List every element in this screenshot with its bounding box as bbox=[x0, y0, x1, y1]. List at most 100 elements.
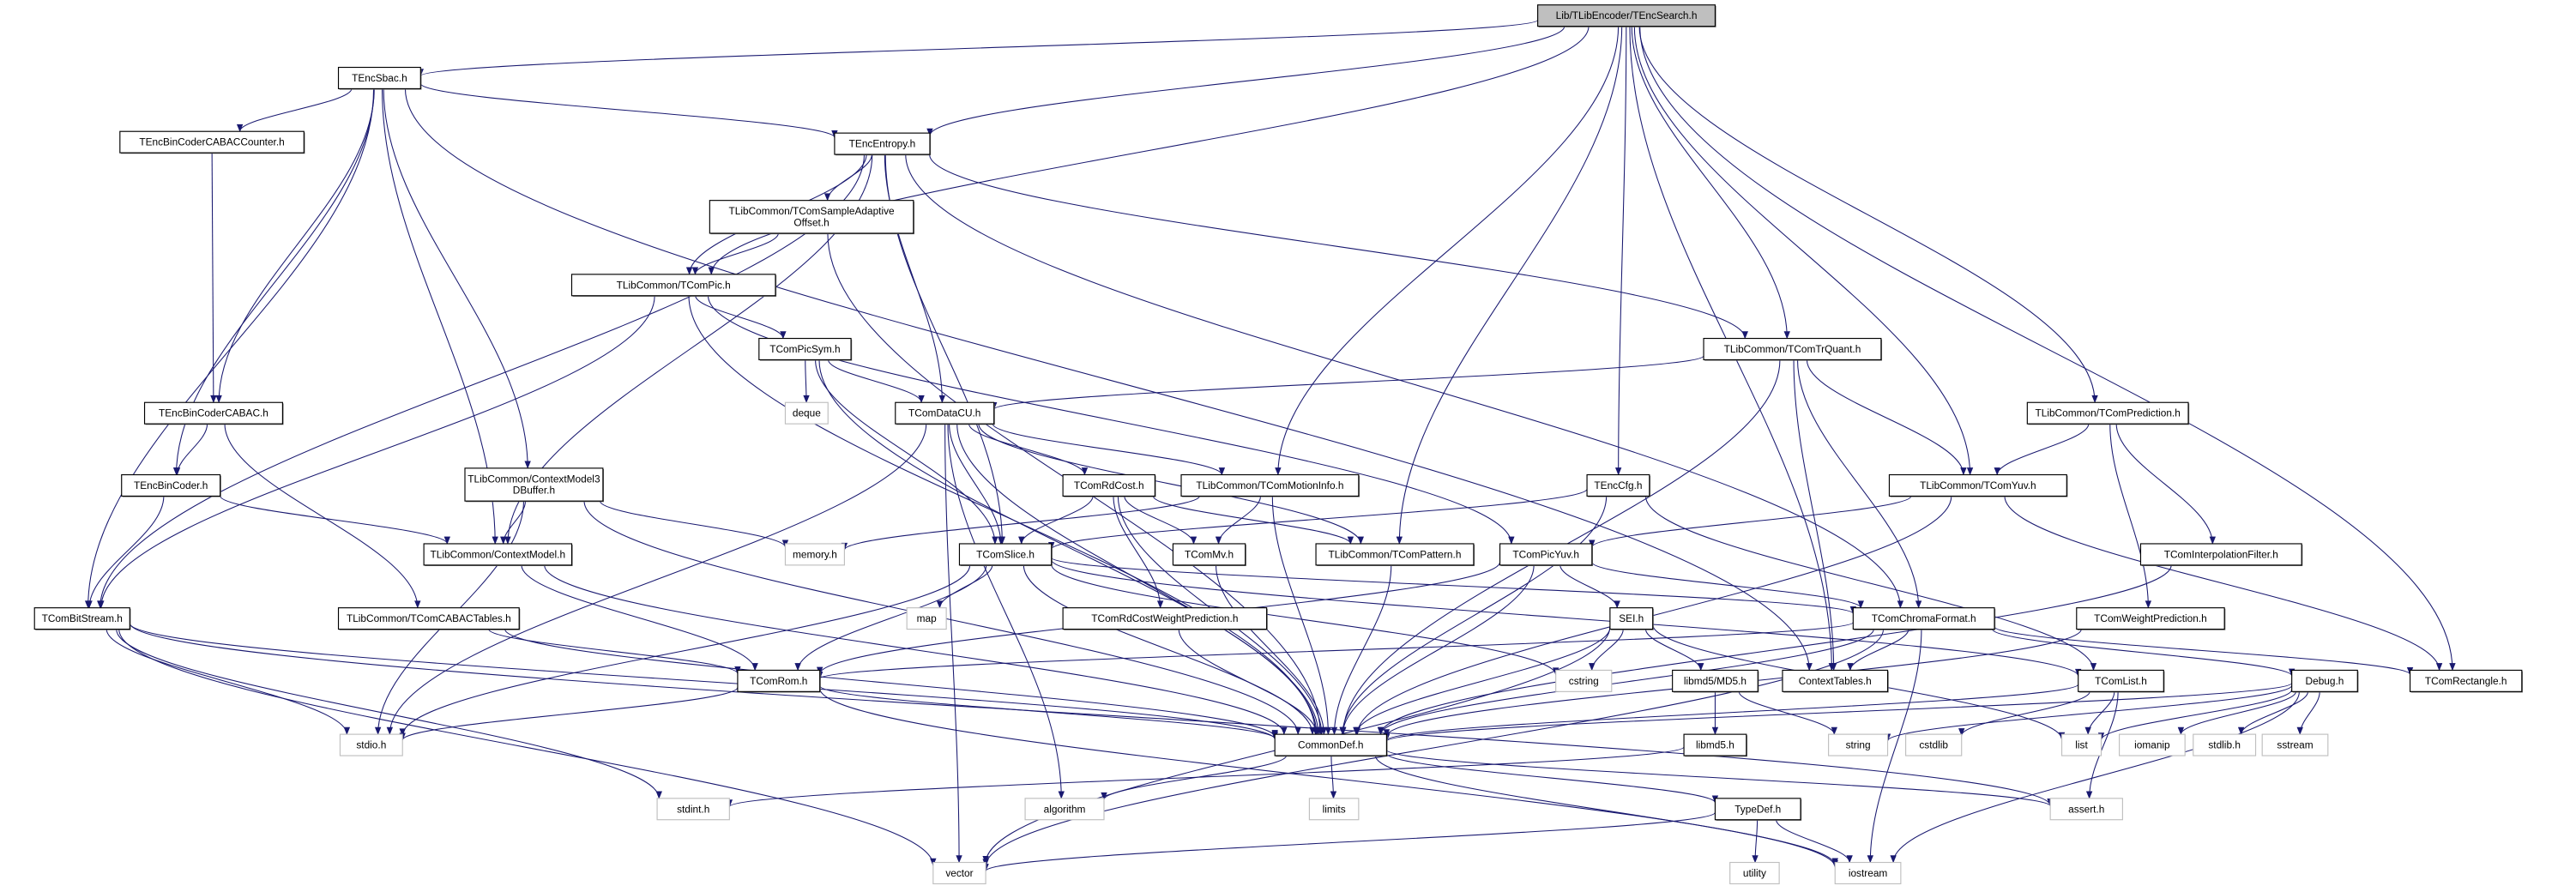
header-node[interactable]: TComRdCostWeightPrediction.h bbox=[1062, 607, 1268, 630]
edge-line bbox=[2004, 496, 2440, 671]
node-box bbox=[1714, 798, 1801, 821]
edge-entropy-to-trquant bbox=[929, 154, 1748, 340]
header-node[interactable]: TComRectangle.h bbox=[2409, 669, 2523, 693]
header-node[interactable]: TEncBinCoderCABACCounter.h bbox=[119, 130, 305, 154]
node-label: string bbox=[1846, 739, 1871, 751]
edge-root-to-sbac bbox=[417, 19, 1539, 77]
node-box bbox=[1888, 473, 2067, 497]
edge-line bbox=[1051, 488, 1588, 550]
system-header-node: assert.h bbox=[2049, 798, 2123, 821]
edge-line bbox=[1869, 629, 1922, 863]
node-label: TLibCommon/TComCABACTables.h bbox=[347, 612, 511, 624]
arrowhead-icon bbox=[1018, 536, 1025, 545]
edge-list_h-to-commondef bbox=[1383, 684, 2079, 742]
header-node[interactable]: libmd5/MD5.h bbox=[1672, 669, 1759, 693]
edge-line bbox=[389, 424, 927, 735]
edge-bincoder-to-contextmodel bbox=[220, 495, 450, 545]
edge-chroma-to-vector bbox=[982, 629, 1885, 867]
node-label: TLibCommon/TComYuv.h bbox=[1920, 479, 2036, 491]
header-node[interactable]: TComList.h bbox=[2078, 669, 2165, 693]
edge-line bbox=[1380, 629, 1874, 735]
node-label: iomanip bbox=[2134, 739, 2170, 751]
header-node[interactable]: TLibCommon/TComYuv.h bbox=[1888, 473, 2068, 497]
header-node[interactable]: ContextTables.h bbox=[1782, 669, 1889, 693]
header-node[interactable]: Debug.h bbox=[2291, 669, 2359, 693]
header-node[interactable]: TComPicSym.h bbox=[758, 337, 853, 361]
header-node[interactable]: TEncCfg.h bbox=[1586, 473, 1650, 497]
edge-contextmodel-to-rom bbox=[521, 564, 758, 672]
header-node[interactable]: TEncEntropy.h bbox=[834, 132, 932, 156]
header-node[interactable]: TEncBinCoder.h bbox=[121, 473, 221, 497]
header-node[interactable]: TLibCommon/TComTrQuant.h bbox=[1703, 337, 1883, 361]
header-node[interactable]: TComRom.h bbox=[737, 669, 821, 693]
header-node[interactable]: TComBitStream.h bbox=[33, 607, 131, 630]
header-node[interactable]: TComInterpolationFilter.h bbox=[2139, 543, 2303, 567]
node-label: Lib/TLibEncoder/TEncSearch.h bbox=[1556, 9, 1698, 21]
arrowhead-icon bbox=[1741, 331, 1748, 340]
arrowhead-icon bbox=[1711, 726, 1719, 735]
header-node[interactable]: TEncBinCoderCABAC.h bbox=[143, 401, 284, 425]
edge-line bbox=[1051, 564, 1557, 675]
arrowhead-icon bbox=[1330, 791, 1337, 799]
system-header-node: iomanip bbox=[2119, 733, 2186, 756]
edge-line bbox=[1591, 495, 1912, 548]
edge-root-to-entropy bbox=[926, 26, 1566, 136]
edge-line bbox=[401, 686, 739, 741]
header-node[interactable]: TComPicYuv.h bbox=[1499, 543, 1593, 567]
header-node[interactable]: TLibCommon/ContextModel.h bbox=[423, 543, 573, 567]
edge-picsym-to-slice bbox=[815, 359, 998, 545]
system-header-node: utility bbox=[1729, 861, 1780, 884]
edge-line bbox=[419, 19, 1539, 77]
node-label: TLibCommon/TComMotionInfo.h bbox=[1196, 479, 1343, 491]
header-node[interactable]: TLibCommon/TComCABACTables.h bbox=[337, 607, 521, 630]
edge-cm3d-to-contextmodel bbox=[500, 501, 527, 545]
header-node[interactable]: TComRdCost.h bbox=[1062, 473, 1156, 497]
arrowhead-icon bbox=[938, 395, 946, 404]
node-label: memory.h bbox=[793, 548, 837, 560]
header-node[interactable]: CommonDef.h bbox=[1274, 733, 1388, 757]
header-node[interactable]: TComWeightPrediction.h bbox=[2076, 607, 2226, 630]
node-label: TComRectangle.h bbox=[2425, 675, 2507, 687]
edge-typedef-to-vector bbox=[982, 811, 1716, 872]
node-box bbox=[932, 861, 986, 884]
node-box bbox=[2078, 669, 2164, 692]
header-node[interactable]: TComDataCU.h bbox=[895, 401, 995, 425]
edge-trquant-to-yuv bbox=[1806, 359, 1967, 476]
header-node[interactable]: TEncSbac.h bbox=[337, 66, 422, 90]
header-node[interactable]: SEI.h bbox=[1609, 607, 1654, 630]
system-header-node: map bbox=[906, 607, 947, 630]
arrowhead-icon bbox=[2085, 791, 2093, 799]
arrowhead-icon bbox=[524, 461, 531, 469]
header-node[interactable]: TLibCommon/TComPic.h bbox=[570, 274, 777, 297]
edge-line bbox=[1356, 496, 1952, 735]
arrowhead-icon bbox=[1614, 600, 1620, 609]
node-label: TComPicYuv.h bbox=[1512, 548, 1579, 560]
arrowhead-icon bbox=[655, 791, 662, 799]
header-node[interactable]: libmd5.h bbox=[1683, 733, 1747, 757]
header-node[interactable]: TComSlice.h bbox=[958, 543, 1053, 567]
header-node[interactable]: TypeDef.h bbox=[1714, 798, 1802, 821]
header-node[interactable]: TLibCommon/TComMotionInfo.h bbox=[1180, 473, 1360, 497]
header-node[interactable]: TLibCommon/TComPrediction.h bbox=[2026, 401, 2190, 425]
edge-cabactables-to-rom bbox=[488, 629, 741, 675]
edge-rom-to-stdio bbox=[399, 686, 739, 741]
node-box bbox=[1703, 337, 1882, 361]
header-node[interactable]: TComChromaFormat.h bbox=[1852, 607, 1996, 630]
node-label: TComList.h bbox=[2095, 675, 2147, 687]
node-box bbox=[1683, 733, 1747, 756]
header-node[interactable]: TLibCommon/TComPattern.h bbox=[1315, 543, 1475, 567]
header-node[interactable]: TComMv.h bbox=[1172, 543, 1246, 567]
edge-line bbox=[929, 26, 1566, 136]
edge-line bbox=[695, 295, 784, 339]
node-label: TComBitStream.h bbox=[42, 612, 123, 624]
edge-line bbox=[2299, 691, 2320, 735]
arrowhead-icon bbox=[215, 395, 222, 404]
edge-datacu-to-slice bbox=[949, 424, 1004, 545]
arrowhead-icon bbox=[1275, 467, 1282, 476]
edge-line bbox=[929, 154, 1746, 339]
arrowhead-icon bbox=[1339, 726, 1347, 735]
node-label: TComDataCU.h bbox=[908, 407, 980, 419]
edge-line bbox=[504, 629, 1276, 738]
